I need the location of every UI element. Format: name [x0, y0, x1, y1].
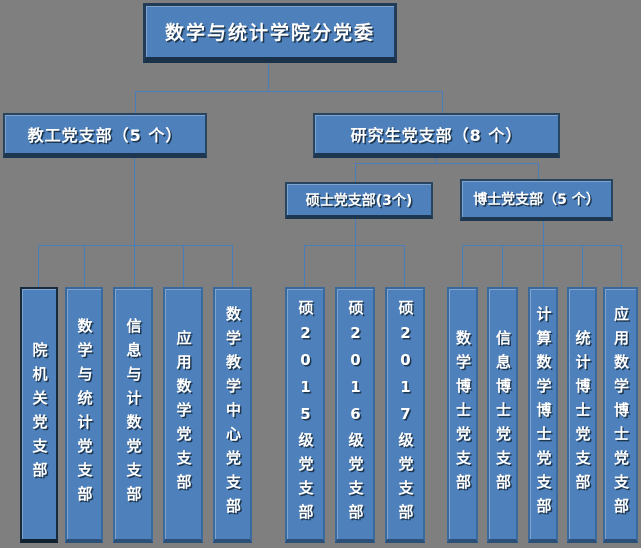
org-node-doctoral-label: 博士党支部（5 个） — [473, 192, 600, 208]
org-node-branch-label: 计算数学博士党支部 — [534, 306, 553, 522]
connector-line — [268, 63, 269, 91]
org-node-doctoral-branches: 博士党支部（5 个） — [460, 179, 613, 221]
org-node-branch-label: 应用数学博士党支部 — [612, 306, 630, 522]
connector-line — [135, 91, 136, 113]
org-node-branch-masters-2017: 硕2017级党支部 — [385, 287, 425, 543]
org-node-branch-label: 应用数学党支部 — [174, 330, 193, 498]
connector-line — [502, 245, 503, 287]
org-node-branch-label: 硕2017级党支部 — [396, 300, 415, 528]
connector-line — [304, 245, 305, 287]
connector-line — [442, 91, 443, 113]
connector-line — [135, 91, 443, 92]
connector-line — [304, 245, 405, 246]
connector-line — [355, 163, 539, 164]
connector-line — [355, 163, 356, 182]
org-node-faculty-label: 教工党支部（5 个） — [27, 126, 183, 145]
org-node-branch-office: 院机关党支部 — [20, 287, 58, 543]
org-node-branch-label: 硕2016级党支部 — [346, 300, 365, 528]
org-node-graduate-label: 研究生党支部（8 个） — [350, 126, 523, 145]
connector-line — [134, 158, 135, 246]
org-node-branch-label: 数学博士党支部 — [454, 330, 472, 498]
connector-line — [621, 245, 622, 287]
connector-line — [436, 158, 437, 164]
connector-line — [38, 245, 39, 287]
org-node-branch-applied-math: 应用数学党支部 — [163, 287, 203, 543]
org-node-branch-teaching-center: 数学教学中心党支部 — [213, 287, 252, 543]
org-node-branch-label: 统计博士党支部 — [573, 330, 592, 498]
org-node-root: 数学与统计学院分党委 — [143, 3, 397, 63]
org-node-faculty-branches: 教工党支部（5 个） — [3, 113, 207, 158]
org-node-branch-label: 信息博士党支部 — [494, 330, 512, 498]
connector-line — [355, 219, 356, 246]
connector-line — [543, 221, 544, 246]
org-node-masters-branches: 硕士党支部(3个) — [285, 182, 433, 219]
org-node-branch-label: 院机关党支部 — [30, 342, 49, 486]
org-node-branch-applied-math-phd: 应用数学博士党支部 — [603, 287, 638, 543]
connector-line — [462, 245, 621, 246]
org-node-branch-label: 数学与统计党支部 — [75, 318, 94, 510]
org-node-branch-math-phd: 数学博士党支部 — [447, 287, 478, 543]
org-node-graduate-branches: 研究生党支部（8 个） — [313, 113, 560, 158]
connector-line — [538, 163, 539, 179]
connector-line — [84, 245, 85, 287]
org-node-branch-info-phd: 信息博士党支部 — [487, 287, 518, 543]
org-node-masters-label: 硕士党支部(3个) — [305, 192, 413, 209]
org-node-branch-info-computing: 信息与计数党支部 — [113, 287, 153, 543]
org-node-root-label: 数学与统计学院分党委 — [164, 22, 375, 44]
connector-line — [543, 245, 544, 287]
connector-line — [183, 245, 184, 287]
org-node-branch-masters-2015: 硕2015级党支部 — [285, 287, 325, 543]
connector-line — [134, 245, 135, 287]
org-node-branch-masters-2016: 硕2016级党支部 — [335, 287, 375, 543]
connector-line — [462, 245, 463, 287]
connector-line — [232, 245, 233, 287]
org-node-branch-comp-math-phd: 计算数学博士党支部 — [528, 287, 558, 543]
org-node-branch-label: 数学教学中心党支部 — [224, 306, 242, 522]
org-node-branch-math-stats: 数学与统计党支部 — [65, 287, 103, 543]
org-node-branch-stats-phd: 统计博士党支部 — [567, 287, 597, 543]
connector-line — [38, 245, 233, 246]
org-node-branch-label: 硕2015级党支部 — [296, 300, 315, 528]
connector-line — [582, 245, 583, 287]
connector-line — [404, 245, 405, 287]
connector-line — [355, 245, 356, 287]
org-node-branch-label: 信息与计数党支部 — [124, 318, 143, 510]
